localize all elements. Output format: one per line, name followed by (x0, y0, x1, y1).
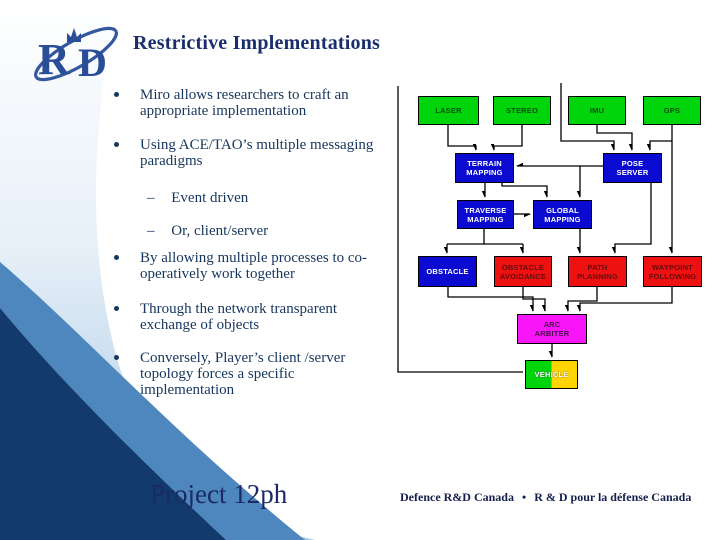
footer-project-title: Project 12ph (150, 479, 288, 509)
laser-to-terrain-line (447, 125, 477, 150)
bullet-text: By allowing multiple processes to co-ope… (140, 250, 368, 282)
bullet-item: Conversely, Player’s client /server topo… (114, 350, 382, 398)
top-to-pose-line (560, 83, 615, 150)
sub-bullet-item: – Event driven (147, 190, 367, 206)
bullet-dot (114, 255, 119, 260)
bullet-dot (114, 142, 119, 147)
crown-icon (67, 28, 81, 42)
node-imu: IMU (568, 96, 626, 125)
gps-to-pose-line (650, 140, 672, 150)
rd-logo: R D (34, 26, 118, 85)
path-to-arbiter-line (568, 287, 598, 311)
avoidance-to-arbiter-line (522, 287, 546, 311)
node-obstacle: OBSTACLE (418, 256, 477, 287)
traverse-split-line (447, 228, 523, 245)
waypoint-to-arbiter-line (580, 287, 673, 311)
logo-letter-r: R (38, 35, 71, 84)
footer-organization: Defence R&D Canada • R & D pour la défense… (400, 490, 691, 505)
stereo-to-terrain-line (494, 125, 523, 150)
bullet-item: Using ACE/TAO’s multiple messaging parad… (114, 137, 382, 169)
bullet-text: Conversely, Player’s client /server topo… (140, 350, 346, 398)
node-traverse-mapping: TRAVERSE MAPPING (457, 200, 514, 229)
sub-bullet-item: – Or, client/server (147, 223, 367, 239)
imu-to-pose-line (596, 125, 633, 150)
node-global-mapping: GLOBAL MAPPING (533, 200, 592, 229)
node-terrain-mapping: TERRAIN MAPPING (455, 153, 514, 183)
logo-letter-d: D (78, 40, 107, 85)
vehicle-feedback-line (397, 86, 523, 373)
node-stereo: STEREO (493, 96, 551, 125)
blue-band (0, 262, 305, 540)
node-path-planning: PATH PLANNING (568, 256, 627, 287)
node-pose-server: POSE SERVER (603, 153, 662, 183)
bullet-dot (114, 355, 119, 360)
sub-bullet-text: Event driven (171, 190, 249, 206)
bullet-item: Through the network transparent exchange… (114, 301, 382, 333)
sub-bullet-text: Or, client/server (171, 223, 269, 239)
pose-to-path-line (615, 183, 652, 253)
logo-orbit-icon (34, 26, 118, 82)
sub-bullet-dash: – (147, 223, 155, 239)
node-arc-arbiter: ARC ARBITER (517, 314, 587, 344)
footer-separator: • (521, 490, 527, 504)
node-vehicle: VEHICLE (525, 360, 578, 389)
obstacle-to-arbiter-line (447, 287, 534, 311)
bullet-dot (114, 306, 119, 311)
footer-org-english: Defence R&D Canada (400, 490, 514, 504)
node-laser: LASER (418, 96, 479, 125)
node-waypoint-following: WAYPOINT FOLLOWING (643, 256, 702, 287)
bullet-item: Miro allows researchers to craft an appr… (114, 87, 382, 119)
bullet-dot (114, 92, 119, 97)
node-obstacle-avoidance: OBSTACLE AVOIDANCE (494, 256, 552, 287)
node-gps: GPS (643, 96, 701, 125)
bullet-item: By allowing multiple processes to co-ope… (114, 250, 382, 282)
navy-corner (0, 308, 226, 540)
bullet-text: Through the network transparent exchange… (140, 301, 338, 333)
bullet-text: Miro allows researchers to craft an appr… (140, 87, 349, 119)
bullet-text: Using ACE/TAO’s multiple messaging parad… (140, 137, 374, 169)
footer-org-french: R & D pour la défense Canada (534, 490, 692, 504)
sub-bullet-dash: – (147, 190, 155, 206)
slide-title: Restrictive Implementations (133, 32, 381, 54)
terrain-to-global-line (501, 183, 548, 197)
